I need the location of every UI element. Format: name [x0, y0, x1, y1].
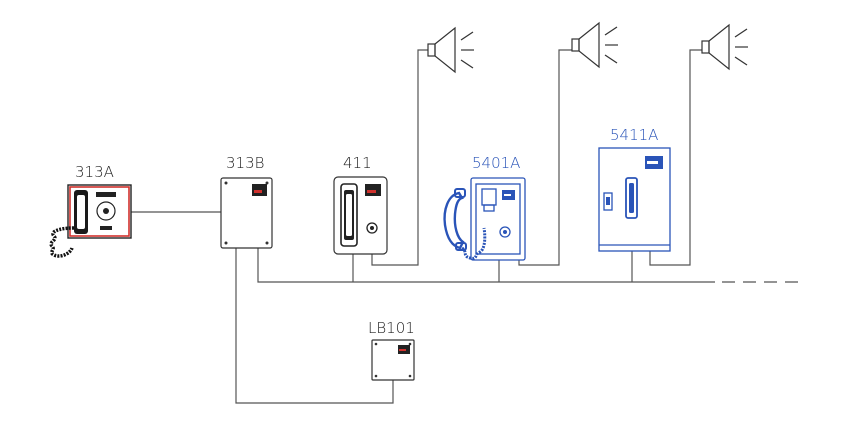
device-313a-trim: [69, 186, 130, 237]
telephone-handset-icon: [443, 188, 467, 251]
warning-label-icon: [502, 190, 515, 200]
device-lb101-body: [371, 339, 415, 381]
speaker-feed-1: [371, 49, 428, 266]
coiled-cord: [461, 227, 487, 260]
device-5401a-body: [470, 177, 526, 261]
wiring: [131, 49, 800, 404]
device-313b: 313B: [220, 154, 273, 249]
speaker-2: [571, 21, 618, 69]
handset-cradle: [481, 188, 497, 212]
device-lb101: LB101: [368, 319, 415, 381]
warning-label-icon: [398, 345, 410, 354]
keypad-center: [103, 208, 109, 214]
speaker-feed-2: [518, 49, 572, 266]
telephone-handset-icon: [340, 183, 358, 247]
device-313b-body: [220, 177, 273, 249]
bus-line: [257, 248, 715, 283]
device-313a: 313A: [49, 163, 132, 258]
label-411: 411: [343, 154, 372, 172]
device-411-body: [333, 176, 388, 255]
warning-label-icon: [252, 184, 267, 196]
wire-313b-lb101: [235, 248, 394, 404]
device-5411a: 5411A: [598, 126, 671, 252]
speaker-feed-3: [649, 49, 702, 266]
coiled-cord: [49, 226, 75, 258]
call-button: [366, 222, 378, 234]
warning-label-icon: [365, 184, 381, 196]
call-button: [499, 226, 511, 238]
label-313a: 313A: [75, 163, 114, 181]
warning-label-icon: [645, 156, 663, 169]
switch-slot: [603, 192, 613, 211]
loudspeaker-horn-icon: [427, 26, 474, 74]
loudspeaker-horn-icon: [701, 23, 748, 71]
speaker-1: [427, 26, 474, 74]
device-5401a: 5401A: [443, 154, 526, 261]
speaker-3: [701, 23, 748, 71]
label-5411a: 5411A: [610, 126, 658, 144]
loudspeaker-horn-icon: [571, 21, 618, 69]
keypad-dial: [96, 201, 116, 221]
telephone-handset-icon: [74, 190, 88, 234]
warning-label-icon: [96, 192, 116, 197]
telephone-handset-icon: [625, 177, 638, 219]
device-5411a-body: [598, 147, 671, 252]
label-313b: 313B: [226, 154, 264, 172]
device-411: 411: [333, 154, 388, 255]
label-5401a: 5401A: [472, 154, 520, 172]
label-lb101: LB101: [368, 319, 415, 337]
